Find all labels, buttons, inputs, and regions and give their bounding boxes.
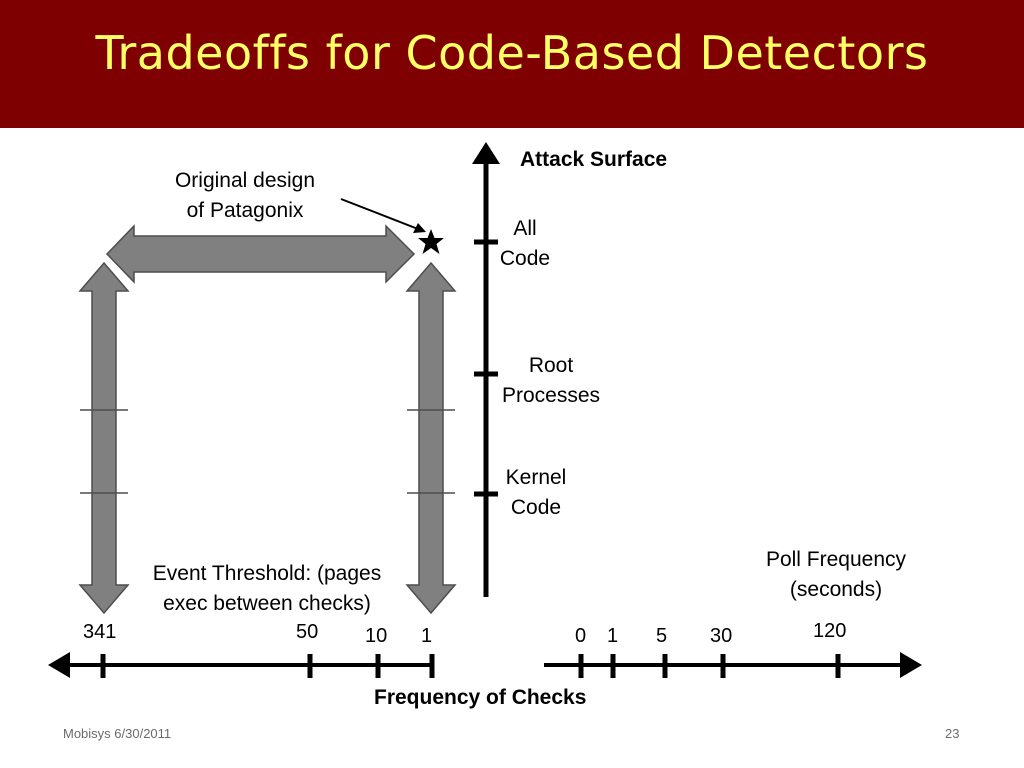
annotation-line-2: of Patagonix (186, 199, 304, 222)
tick-label-1: 1 (421, 625, 433, 647)
annotation-label: Original design of Patagonix (150, 166, 340, 226)
level-kernel-code: Kernel Code (505, 466, 567, 519)
level-all-code: All Code (499, 217, 551, 270)
frequency-of-checks-title: Frequency of Checks (374, 686, 587, 709)
annotation-pointer (340, 198, 419, 230)
right-vertical-double-arrow (405, 261, 457, 615)
tick-label-30: 30 (710, 625, 733, 647)
attack-surface-title: Attack Surface (520, 148, 668, 171)
tick-label-5: 5 (656, 625, 668, 647)
tick-label-50: 50 (296, 621, 319, 643)
slide-title: Tradeoffs for Code-Based Detectors (95, 26, 929, 80)
title-bar (0, 0, 1024, 128)
tick-label-341: 341 (83, 621, 117, 643)
event-threshold-label: Event Threshold: (pages exec between che… (152, 562, 382, 615)
tick-label-10: 10 (365, 625, 388, 647)
left-vertical-double-arrow (78, 261, 130, 615)
tick-label-0: 0 (575, 625, 587, 647)
horizontal-double-arrow (105, 224, 416, 284)
level-root-processes: Root Processes (501, 354, 601, 407)
footer-date: Mobisys 6/30/2011 (63, 726, 172, 741)
black-star-icon (418, 229, 444, 254)
page-number: 23 (945, 726, 960, 741)
tick-label-120: 120 (813, 620, 847, 642)
tick-label-poll-1: 1 (607, 625, 619, 647)
poll-frequency-label: Poll Frequency (seconds) (765, 548, 907, 601)
annotation-line-1: Original design (174, 169, 316, 192)
